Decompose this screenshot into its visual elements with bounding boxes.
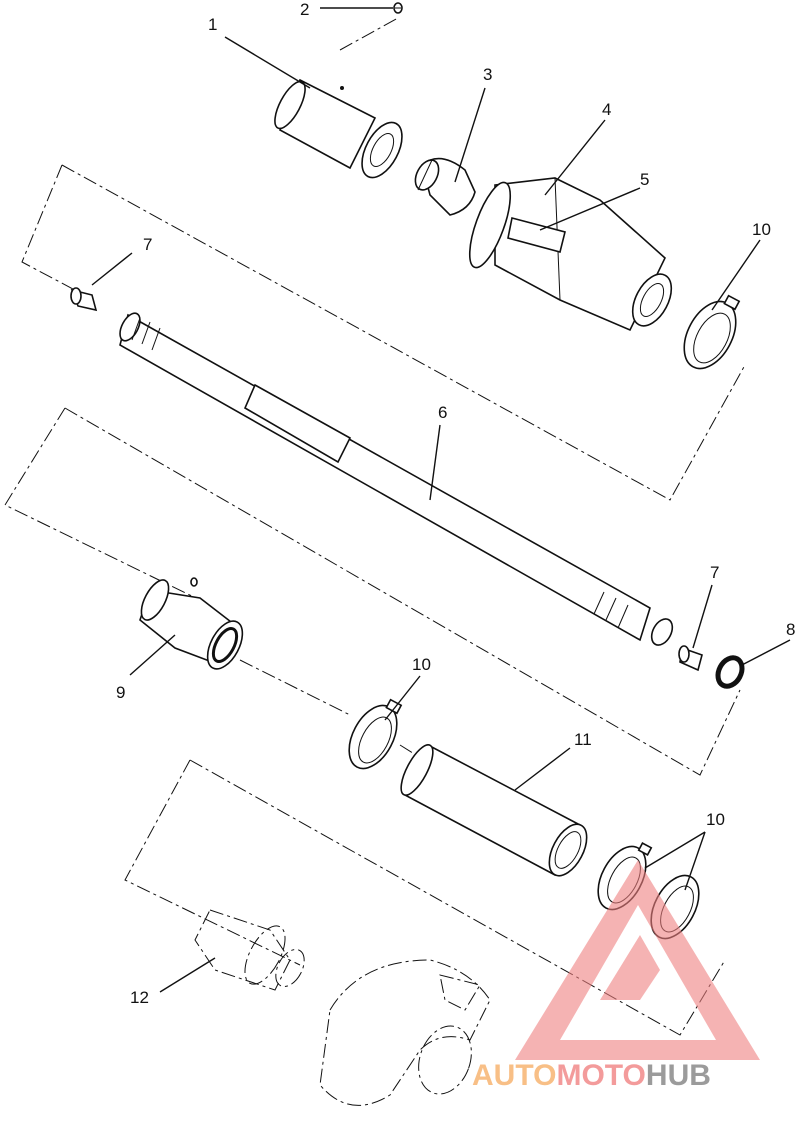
part-10-clamp-upper [683, 294, 741, 370]
watermark-text: AUTOMOTOHUB [472, 1059, 711, 1092]
part-7-bushing-right [678, 645, 703, 672]
part-9-coupler [139, 577, 244, 670]
callout-4: 4 [602, 100, 611, 119]
callout-9: 9 [116, 683, 125, 702]
callout-1: 1 [208, 15, 217, 34]
watermark: AUTOMOTOHUB [472, 860, 760, 1092]
callout-2: 2 [300, 0, 309, 19]
callout-11: 11 [574, 730, 592, 749]
part-1-housing [274, 78, 403, 179]
callout-labels: 1 2 3 4 5 6 7 7 8 9 10 10 10 11 12 [116, 0, 795, 1007]
part-3-elbow [414, 157, 476, 216]
watermark-logo-icon [515, 860, 760, 1060]
callout-10-upper: 10 [752, 220, 771, 239]
leader-lines [91, 7, 791, 993]
callout-12: 12 [130, 988, 149, 1007]
part-6-drive-shaft [119, 312, 674, 646]
part-2-screw [393, 2, 403, 14]
part-8-o-ring [715, 655, 745, 689]
callout-10-middle: 10 [412, 655, 431, 674]
callout-6: 6 [438, 403, 447, 422]
callout-10-lower: 10 [706, 810, 725, 829]
part-10-clamp-middle [348, 698, 403, 770]
callout-5: 5 [640, 170, 649, 189]
callout-7-left: 7 [143, 235, 152, 254]
callout-8: 8 [786, 620, 795, 639]
part-4-main-housing [468, 177, 673, 332]
part-7-bushing-left [70, 287, 98, 312]
part-12-reference-assembly [194, 909, 491, 1106]
part-11-hose [400, 743, 588, 877]
callout-7-right: 7 [710, 563, 719, 582]
callout-3: 3 [483, 65, 492, 84]
